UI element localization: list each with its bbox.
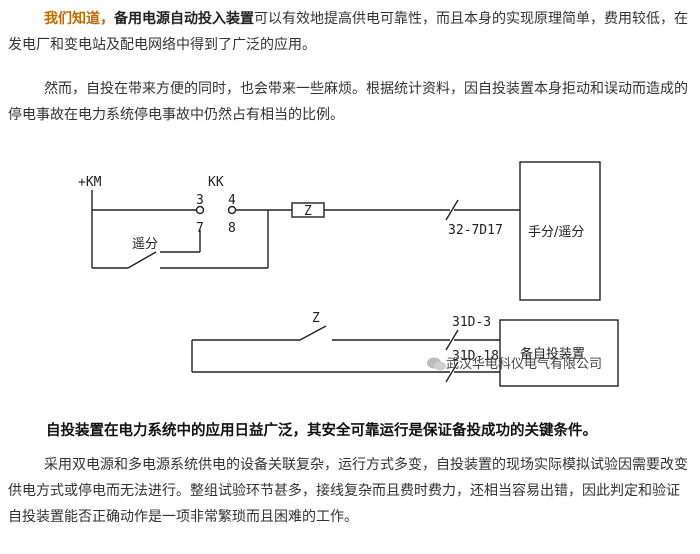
z-box-label: Z <box>304 204 312 219</box>
terminal-top-label: 32-7D17 <box>448 223 503 238</box>
kk-terminal-3 <box>195 205 205 215</box>
terminal-b-label: 31D-18 <box>452 349 499 364</box>
section-heading: 自投装置在电力系统中的应用日益广泛，其安全可靠运行是保证备投成功的关键条件。 <box>46 423 597 439</box>
intro-rest: 可以有效地提高供电可靠性，而且本身的实现原理简单，费用较低，在发电厂和变电站及配… <box>8 11 688 53</box>
manual-remote-label: 手分/遥分 <box>528 225 584 240</box>
z-contact-label: Z <box>312 311 320 326</box>
kk-terminal-4 <box>227 205 237 215</box>
auto-transfer-label: 备自投装置 <box>520 346 585 362</box>
kk-label: KK <box>208 175 224 190</box>
circuit-diagram: +KM KK 3 4 7 8 遥分 Z 32-7D17 手分/遥分 Z 31D-… <box>78 161 619 387</box>
paragraph-3: 采用双电源和多电源系统供电的设备关联复杂，运行方式多变，自投装置的现场实际模拟试… <box>8 457 688 525</box>
paragraph-2: 然而，自投在带来方便的同时，也会带来一些麻烦。根据统计资料，因自投装置本身拒动和… <box>8 81 688 123</box>
intro-lead: 我们知道， <box>44 11 114 27</box>
terminal-mark-a <box>445 329 459 351</box>
intro-bold-term: 备用电源自动投入装置 <box>114 11 254 27</box>
wechat-logo-icon <box>427 357 446 371</box>
pin-3-label: 3 <box>196 193 204 208</box>
auto-transfer-box <box>499 319 619 387</box>
watermark: 武汉华电科仪电气有限公司 <box>427 356 602 372</box>
manual-remote-box <box>519 161 601 301</box>
terminal-mark-top <box>445 199 459 221</box>
pin-8-label: 8 <box>228 221 236 236</box>
terminal-a-label: 31D-3 <box>452 315 491 330</box>
pin-4-label: 4 <box>228 193 236 208</box>
terminal-mark-b <box>445 361 459 383</box>
remote-switch-blade <box>127 251 157 269</box>
z-contact-blade <box>299 325 327 341</box>
pin-7-label: 7 <box>196 221 204 236</box>
remote-open-label: 遥分 <box>132 237 158 252</box>
intro-paragraph: 我们知道，备用电源自动投入装置可以有效地提高供电可靠性，而且本身的实现原理简单，… <box>8 6 692 58</box>
km-label: +KM <box>78 175 102 190</box>
watermark-text: 武汉华电科仪电气有限公司 <box>446 356 602 372</box>
